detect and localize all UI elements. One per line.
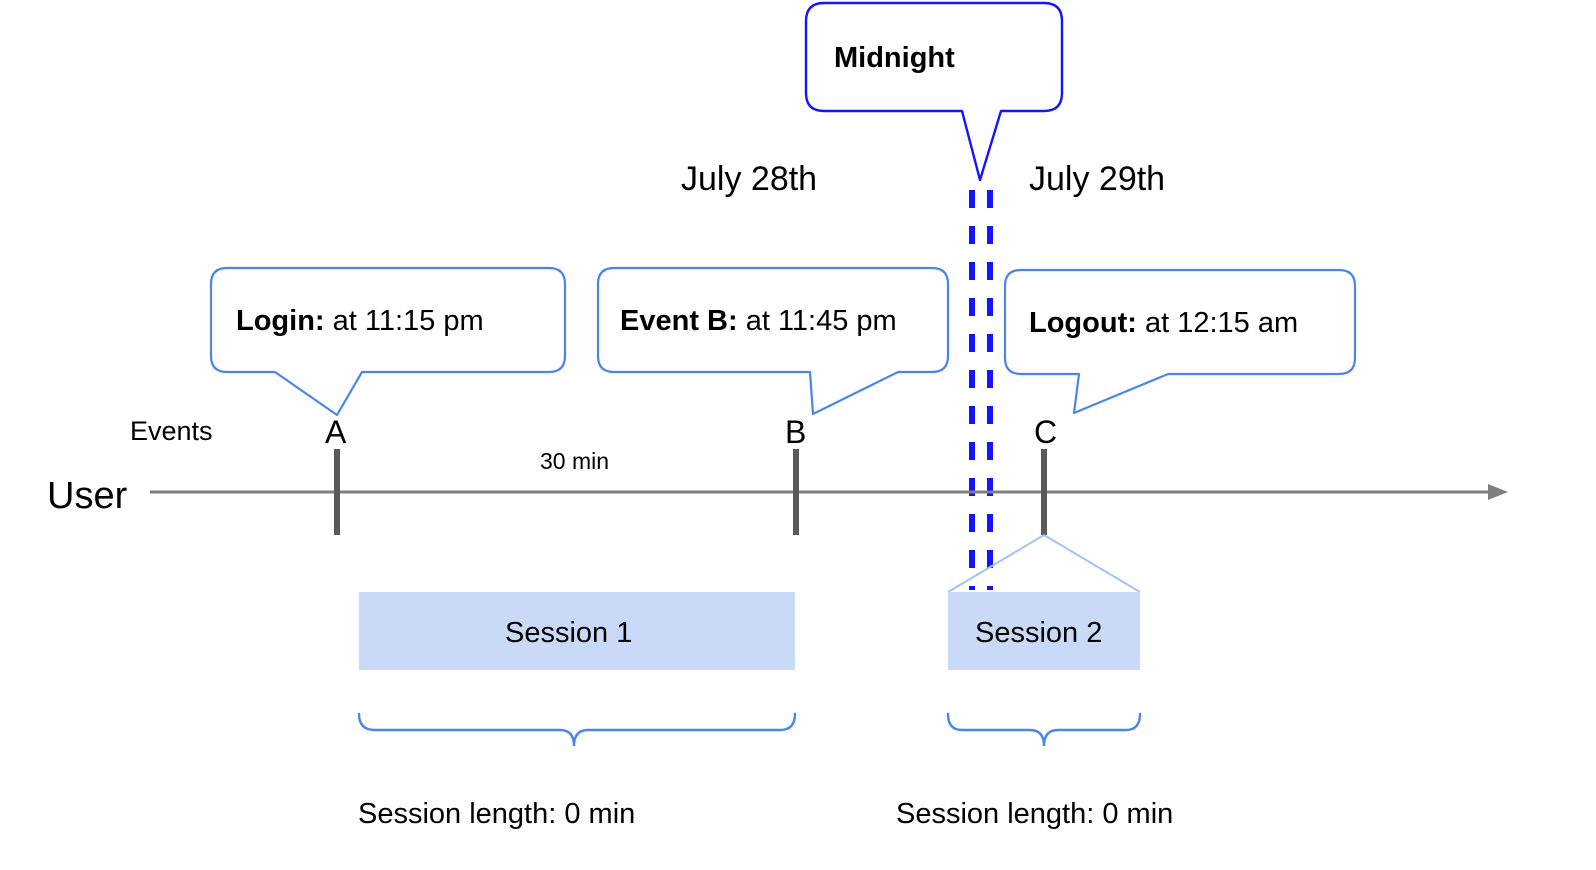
- axis-arrowhead: [1488, 484, 1508, 500]
- eventb-callout-bold: Event B:: [620, 305, 738, 337]
- session-2-brace: [946, 712, 1142, 747]
- date-label-july-28: July 28th: [681, 160, 818, 198]
- logout-callout-rest: at 12:15 am: [1136, 307, 1299, 339]
- tick-label-c: C: [1034, 414, 1058, 450]
- session-1-length-label: Session length: 0 min: [358, 798, 636, 830]
- event-ticks: [334, 449, 1047, 535]
- logout-callout-shape: [1003, 268, 1357, 415]
- session-2-length-label: Session length: 0 min: [896, 798, 1174, 830]
- session-1-label: Session 1: [505, 617, 633, 649]
- session-boxes: [359, 592, 1140, 670]
- timeline-axis: [150, 484, 1508, 500]
- row-label-events: Events: [130, 416, 213, 446]
- logout-callout-text: Logout: at 12:15 am: [1029, 309, 1298, 338]
- date-label-july-29: July 29th: [1029, 160, 1166, 198]
- midnight-divider-lines: [969, 190, 993, 590]
- login-callout-shape: [209, 266, 567, 417]
- logout-callout-bold: Logout:: [1029, 307, 1137, 339]
- eventb-callout-text: Event B: at 11:45 pm: [620, 307, 897, 336]
- midnight-callout-shape: [804, 1, 1064, 182]
- midnight-callout-label: Midnight: [834, 42, 955, 74]
- row-label-user: User: [47, 475, 128, 517]
- tick-label-a: A: [325, 414, 347, 450]
- login-callout-rest: at 11:15 pm: [324, 305, 484, 337]
- login-callout-text: Login: at 11:15 pm: [236, 307, 484, 336]
- login-callout-bold: Login:: [236, 305, 325, 337]
- session2-fan-lines: [947, 534, 1141, 593]
- duration-label-a-to-b: 30 min: [540, 448, 610, 474]
- tick-label-b: B: [785, 414, 807, 450]
- session-1-box: [359, 592, 795, 670]
- session-1-brace: [357, 712, 797, 747]
- session-2-label: Session 2: [975, 617, 1103, 649]
- session-2-box: [948, 592, 1140, 670]
- eventb-callout-rest: at 11:45 pm: [737, 305, 897, 337]
- eventb-callout-shape: [596, 266, 950, 416]
